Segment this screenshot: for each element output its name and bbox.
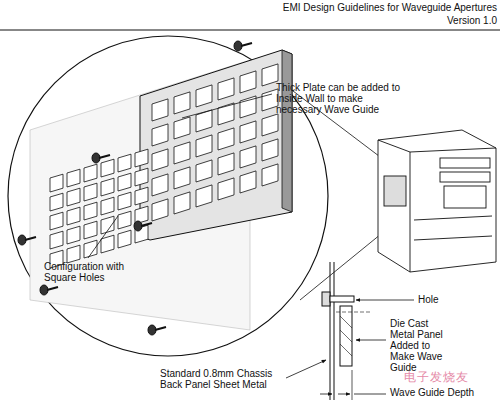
square-hole — [152, 199, 168, 221]
square-hole — [174, 142, 190, 164]
front-panel — [50, 149, 148, 268]
square-hole — [118, 192, 131, 210]
callout-label: Standard 0.8mm Chassis Back Panel Sheet … — [160, 368, 284, 390]
square-hole — [118, 173, 131, 191]
square-hole — [118, 230, 131, 248]
square-hole — [218, 78, 234, 100]
screw — [18, 235, 36, 245]
square-hole — [67, 245, 80, 263]
square-hole — [135, 149, 148, 167]
square-hole — [174, 117, 190, 139]
square-hole — [262, 89, 278, 111]
square-hole — [196, 160, 212, 182]
leader-line — [356, 300, 414, 301]
square-hole — [262, 114, 278, 136]
square-hole — [196, 185, 212, 207]
square-hole — [262, 139, 278, 161]
header-rule — [0, 30, 500, 31]
watermark: 电子发烧友 — [404, 372, 484, 383]
screw — [134, 221, 152, 231]
computer-tower — [378, 130, 496, 272]
dimension-label: Wave Guide Depth — [390, 387, 490, 398]
square-hole — [240, 171, 256, 193]
leader-line — [182, 94, 272, 118]
square-hole — [240, 146, 256, 168]
square-hole — [135, 187, 148, 205]
square-hole — [84, 164, 97, 182]
square-hole — [101, 178, 114, 196]
square-hole — [118, 154, 131, 172]
square-hole — [67, 188, 80, 206]
square-hole — [50, 231, 63, 249]
cross-section — [320, 262, 386, 400]
square-hole — [135, 168, 148, 186]
square-hole — [240, 71, 256, 93]
square-hole — [196, 85, 212, 107]
callout-label: Hole — [418, 294, 458, 305]
square-hole — [240, 121, 256, 143]
square-hole — [262, 164, 278, 186]
square-hole — [218, 153, 234, 175]
leader-line — [286, 360, 326, 378]
leader-line — [88, 216, 118, 258]
square-hole — [152, 124, 168, 146]
callout-label: Die Cast Metal Panel Added to Make Wave … — [390, 318, 452, 373]
thick-plate — [140, 50, 292, 240]
screws — [18, 41, 252, 335]
square-hole — [152, 174, 168, 196]
square-hole — [84, 221, 97, 239]
square-hole — [84, 240, 97, 258]
square-hole — [174, 192, 190, 214]
screw — [234, 41, 252, 51]
square-hole — [174, 92, 190, 114]
square-hole — [84, 183, 97, 201]
screw — [92, 153, 110, 163]
square-hole — [196, 135, 212, 157]
screw — [40, 285, 58, 295]
square-hole — [50, 193, 63, 211]
square-hole — [101, 159, 114, 177]
square-hole — [174, 167, 190, 189]
square-hole — [50, 212, 63, 230]
square-hole — [218, 178, 234, 200]
square-hole — [67, 169, 80, 187]
page-header: EMI Design Guidelines for Waveguide Aper… — [197, 2, 497, 14]
square-hole — [50, 174, 63, 192]
square-hole — [84, 202, 97, 220]
square-hole — [67, 226, 80, 244]
square-hole — [101, 197, 114, 215]
square-hole — [152, 149, 168, 171]
callout-label: Configuration with Square Holes — [44, 261, 144, 283]
square-hole — [101, 235, 114, 253]
square-hole — [218, 128, 234, 150]
screw — [148, 325, 166, 335]
square-hole — [262, 64, 278, 86]
version-label: Version 1.0 — [380, 15, 497, 27]
square-hole — [118, 211, 131, 229]
callout-label: Thick Plate can be added to Inside Wall … — [276, 82, 406, 115]
square-hole — [67, 207, 80, 225]
leader-line — [356, 340, 386, 341]
square-hole — [152, 99, 168, 121]
